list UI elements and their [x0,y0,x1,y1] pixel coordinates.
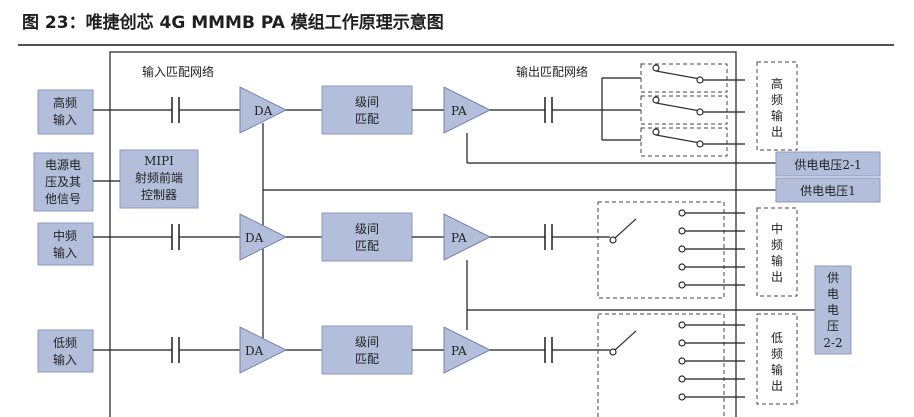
supply-2-2-char-1: 供 [827,271,839,285]
low-band-interstage-match [321,325,413,375]
mid-output-char-1: 中 [771,221,783,236]
low-band-pa-label: PA [451,344,467,358]
supply-2-2-char-3: 电 [827,303,839,317]
high-output-char-1: 高 [771,76,783,91]
high-output-char-4: 出 [771,125,783,139]
module-outline [109,51,737,417]
mid-band-da-amplifier [239,213,288,261]
low-band-da-amplifier [239,326,288,374]
mid-band-input-label-2: 输入 [53,245,77,260]
mid-band-switch-bank [597,201,745,299]
high-band-switch-bank [640,63,745,157]
high-band-interstage-match [321,85,413,135]
mid-band-pa-label: PA [451,231,467,245]
mid-band-pa-amplifier [443,213,492,261]
high-band-output-box [756,61,798,151]
high-band-da-label: DA [254,104,273,118]
mipi-label: MIPI [144,154,174,168]
mid-band-chain: DA 级间 匹配 PA [93,212,610,262]
low-band-da-label: DA [245,344,264,358]
high-band-chain: DA 级间 匹配 PA [93,77,641,141]
supply-2-2-char-2: 电 [827,287,839,301]
low-band-input-label-1: 低频 [53,336,77,350]
high-band-input-block: 高频 输入 [37,89,94,135]
mid-band-output-box [756,207,798,297]
mid-band-input-block: 中频 输入 [37,222,94,266]
mipi-controller-block: MIPI 射频前端 控制器 [119,149,199,209]
supply-voltage-2-1-label: 供电电压2-1 [794,158,861,172]
supply-2-2-char-5: 2-2 [823,336,842,350]
low-interstage-label-2: 匹配 [355,352,379,366]
low-band-pa-amplifier [443,326,492,374]
low-band-output-box [756,313,798,405]
low-interstage-label-1: 级间 [355,335,379,349]
output-matching-network-label: 输出匹配网络 [516,64,588,79]
low-output-char-2: 频 [771,347,783,361]
mid-band-da-label: DA [245,231,264,245]
high-band-input-label-2: 输入 [53,112,77,127]
high-interstage-label-1: 级间 [355,95,379,109]
mid-output-char-2: 频 [771,238,783,252]
mid-band-interstage-match [321,212,413,262]
supply-2-2-char-4: 压 [827,319,839,333]
power-input-label-3: 他信号 [45,192,81,206]
power-input-label-2: 压及其 [45,175,81,189]
high-output-char-2: 频 [771,93,783,107]
high-band-pa-label: PA [451,104,467,118]
low-output-char-3: 输 [771,362,783,377]
mid-interstage-label-2: 匹配 [355,239,379,253]
rffe-label: 射频前端 [135,170,183,185]
high-band-pa-amplifier [443,86,492,134]
low-band-switch-bank [597,313,745,417]
high-band-input-label-1: 高频 [53,95,77,110]
high-output-char-3: 输 [771,108,783,123]
low-band-chain: DA 级间 匹配 PA [93,325,610,375]
low-output-char-4: 出 [771,379,783,393]
power-signal-input-block: 电源电 压及其 他信号 [33,152,94,212]
mid-output-char-4: 出 [771,270,783,284]
supply-voltage-1-block [775,177,881,203]
mid-band-input-label-1: 中频 [53,228,77,243]
caption-divider [18,44,894,46]
supply-voltage-2-1-block [775,151,881,177]
low-band-input-label-2: 输入 [53,352,77,367]
input-matching-network-label: 输入匹配网络 [142,64,214,79]
supply-voltage-2-2-block [814,265,852,355]
mid-interstage-label-1: 级间 [355,222,379,236]
supply-voltage-1-label: 供电电压1 [800,184,856,198]
power-input-label-1: 电源电 [45,158,81,172]
low-band-input-block: 低频 输入 [37,329,94,373]
high-band-da-amplifier [239,86,288,134]
figure-caption: 图 23：唯捷创芯 4G MMMB PA 模组工作原理示意图 [22,13,444,33]
mid-output-char-3: 输 [771,253,783,268]
controller-label: 控制器 [141,188,177,202]
low-output-char-1: 低 [771,331,783,345]
high-interstage-label-2: 匹配 [355,112,379,126]
